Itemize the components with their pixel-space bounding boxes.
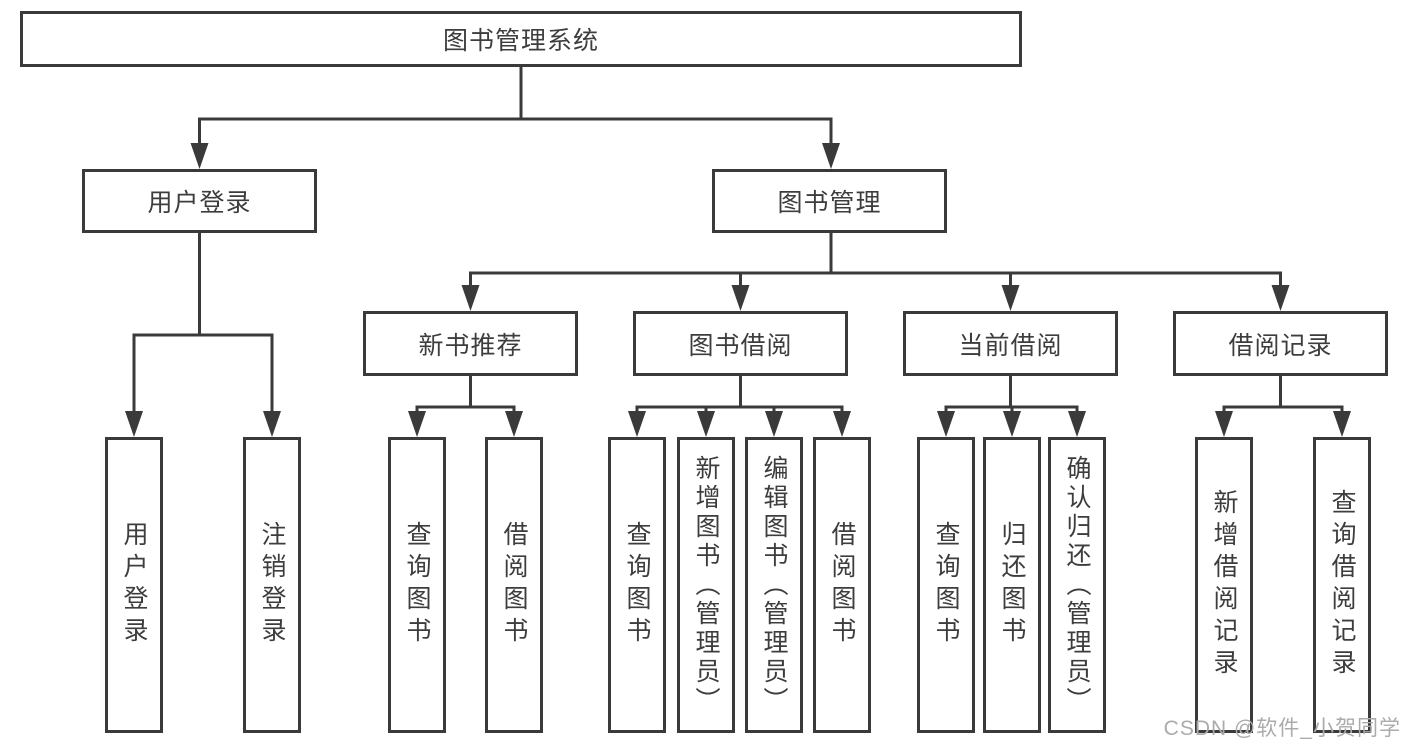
node-book-management: 图书管理: [712, 169, 947, 233]
node-current-borrowing: 当前借阅: [903, 311, 1118, 376]
edge-rec-children: [415, 405, 516, 433]
node-new-book-recommendation: 新书推荐: [363, 311, 578, 376]
arrowhead: [1271, 285, 1290, 311]
arrowhead: [822, 143, 840, 169]
leaf-borrowing-query-books: 查询图书: [608, 437, 666, 733]
arrowhead: [461, 285, 480, 311]
leaf-records-query-borrow-record: 查询借阅记录: [1313, 437, 1371, 733]
arrowhead: [408, 411, 426, 437]
arrowheads: [125, 143, 1351, 437]
leaf-recommend-query-books: 查询图书: [388, 437, 446, 733]
leaf-recommend-borrow-books: 借阅图书: [485, 437, 543, 733]
leaf-current-return-books: 归还图书: [983, 437, 1041, 733]
arrowhead: [765, 411, 783, 437]
tree-edges: [132, 67, 1344, 433]
edge-user-login-children: [132, 333, 274, 433]
csdn-watermark: CSDN @软件_小贺同学: [1163, 717, 1401, 740]
arrowhead: [731, 285, 750, 311]
leaf-records-add-borrow-record: 新增借阅记录: [1195, 437, 1253, 733]
leaf-borrowing-edit-books-admin: 编辑图书（管理员）: [745, 437, 803, 733]
edge-level2: [198, 117, 833, 165]
arrowhead: [1068, 411, 1086, 437]
arrowhead: [1003, 411, 1021, 437]
node-borrowing-records: 借阅记录: [1173, 311, 1388, 376]
edge-level3: [469, 271, 1282, 307]
arrowhead: [190, 143, 209, 169]
arrowhead: [833, 411, 851, 437]
node-root-library-management-system: 图书管理系统: [20, 11, 1022, 67]
arrowhead: [1001, 285, 1020, 311]
leaf-user-login: 用户登录: [105, 437, 163, 733]
leaf-logout: 注销登录: [243, 437, 301, 733]
arrowhead: [1333, 411, 1351, 437]
arrowhead: [937, 411, 955, 437]
leaf-borrowing-add-books-admin: 新增图书（管理员）: [677, 437, 735, 733]
leaf-current-query-books: 查询图书: [917, 437, 975, 733]
arrowhead: [1215, 411, 1233, 437]
edge-records-children: [1222, 405, 1344, 433]
node-user-login: 用户登录: [82, 169, 317, 233]
arrowhead: [697, 411, 715, 437]
leaf-current-confirm-return-admin: 确认归还（管理员）: [1048, 437, 1106, 733]
edge-borrow-children: [635, 405, 844, 433]
node-book-borrowing: 图书借阅: [633, 311, 848, 376]
leaf-borrowing-borrow-books: 借阅图书: [813, 437, 871, 733]
arrowhead: [263, 411, 281, 437]
arrowhead: [505, 411, 523, 437]
arrowhead: [628, 411, 646, 437]
arrowhead: [125, 411, 143, 437]
